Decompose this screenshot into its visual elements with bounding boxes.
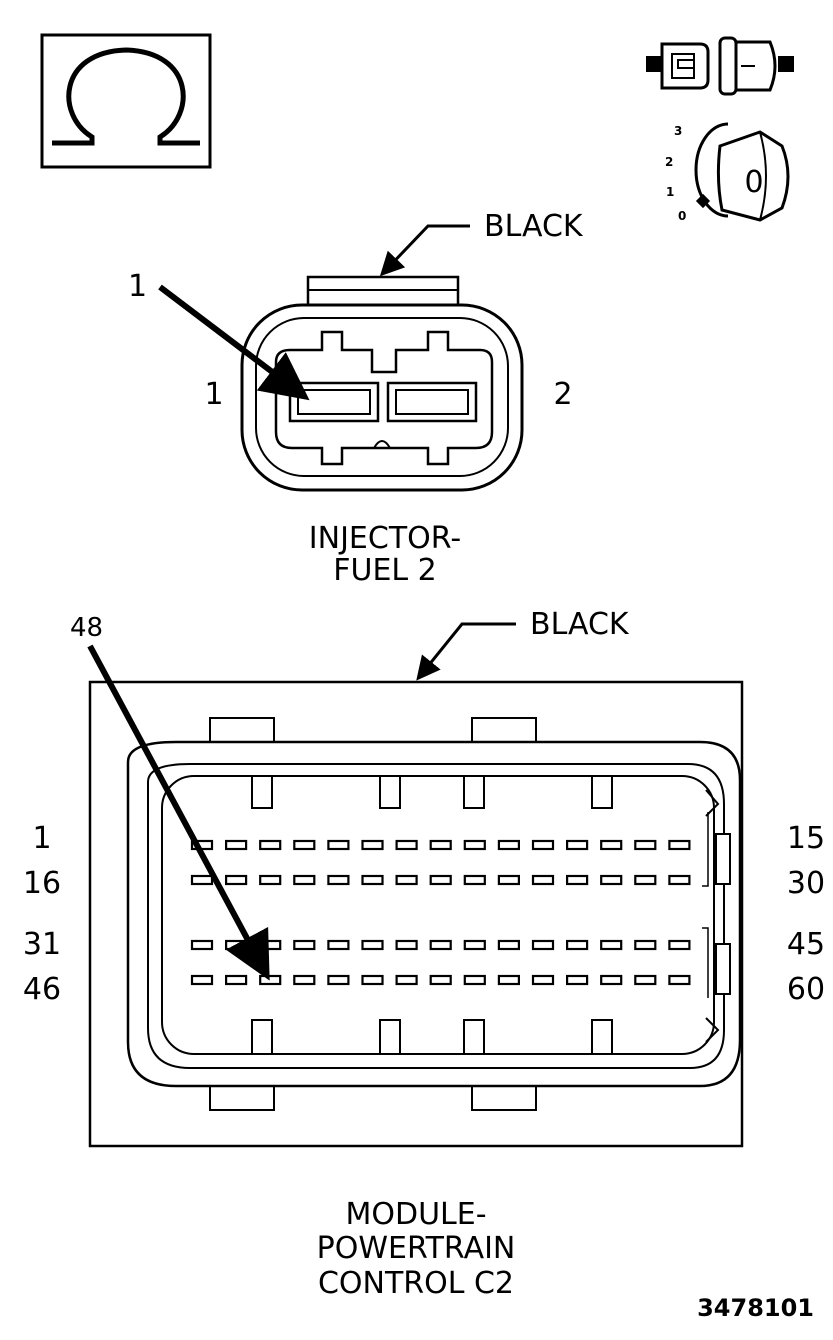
- pin-cavity-35: [327, 939, 350, 951]
- injector-pin-2-label: 2: [553, 377, 572, 412]
- pcm-title-line3: CONTROL C2: [318, 1266, 514, 1301]
- pin-cavity-11: [531, 839, 555, 851]
- pin-cavity-44: [634, 939, 657, 951]
- pin-cavity-38: [429, 939, 452, 951]
- pin-cavity-28: [600, 874, 623, 886]
- pin-cavity-49: [293, 974, 316, 986]
- pin-cavity-2: [225, 839, 248, 851]
- ohmmeter-icon: [40, 33, 212, 169]
- pin-cavity-41: [531, 939, 555, 951]
- pin-cavity-54: [463, 974, 486, 986]
- row-1-left-label: 1: [32, 821, 51, 856]
- pin-cavity-22: [395, 874, 418, 886]
- pin-cavity-6: [361, 839, 384, 851]
- pin-cavity-24: [463, 874, 486, 886]
- row-3-left-label: 31: [23, 927, 61, 962]
- pin-cavity-37: [395, 939, 418, 951]
- figure-id: 3478101: [697, 1294, 814, 1322]
- row-1-right-label: 15: [787, 821, 825, 856]
- connector-disconnect-icon: [646, 36, 794, 96]
- ignition-position-0: 0: [678, 209, 686, 223]
- pin-cavity-57: [565, 974, 589, 986]
- injector-connector: BLACK 1 1 2 INJECTOR- FUEL 2: [128, 209, 584, 588]
- injector-callout-label: 1: [128, 269, 147, 304]
- pin-cavity-40: [497, 939, 520, 951]
- key-position-label: 0: [744, 165, 763, 200]
- pin-cavity-29: [634, 874, 657, 886]
- pin-cavity-18: [259, 874, 282, 886]
- pin-cavity-5: [327, 839, 350, 851]
- pin-cavity-46: [190, 974, 214, 986]
- pin-cavity-21: [361, 874, 384, 886]
- pin-cavity-50: [327, 974, 350, 986]
- pin-cavity-43: [600, 939, 623, 951]
- injector-title-line2: FUEL 2: [333, 553, 437, 588]
- pin-cavity-42: [565, 939, 589, 951]
- row-2-right-label: 30: [787, 866, 825, 901]
- pin-cavity-4: [293, 839, 316, 851]
- row-2-left-label: 16: [23, 866, 61, 901]
- pin-cavity-60: [668, 974, 691, 986]
- pin-cavity-16: [190, 874, 214, 886]
- pin-cavity-30: [668, 874, 691, 886]
- pin-cavity-47: [225, 974, 248, 986]
- pin-cavity-26: [531, 874, 555, 886]
- pin-cavity-14: [634, 839, 657, 851]
- injector-color-label: BLACK: [484, 209, 584, 244]
- pin-cavity-48: [259, 974, 282, 986]
- row-3-right-label: 45: [787, 927, 825, 962]
- pin-cavity-23: [429, 874, 452, 886]
- pin-cavity-34: [293, 939, 316, 951]
- latch-tabs: [251, 775, 613, 1055]
- pin-cavity-55: [497, 974, 520, 986]
- pcm-callout-label: 48: [70, 613, 103, 643]
- pin-cavity-53: [429, 974, 452, 986]
- injector-title-line1: INJECTOR-: [309, 521, 461, 556]
- pin-cavity-9: [463, 839, 486, 851]
- row-4-right-label: 60: [787, 972, 825, 1007]
- injector-pin-1-label: 1: [204, 377, 223, 412]
- pin-cavity-59: [634, 974, 657, 986]
- ignition-position-3: 3: [674, 124, 682, 138]
- pin-cavity-19: [293, 874, 316, 886]
- pin-cavity-7: [395, 839, 418, 851]
- pin-cavity-51: [361, 974, 384, 986]
- pin-cavity-13: [600, 839, 623, 851]
- pcm-title-line2: POWERTRAIN: [317, 1231, 516, 1266]
- pin-cavity-8: [429, 839, 452, 851]
- pin-cavity-58: [600, 974, 623, 986]
- pin-cavity-32: [225, 939, 248, 951]
- pin-cavity-17: [225, 874, 248, 886]
- pin-cavity-3: [259, 839, 282, 851]
- pin-cavity-12: [565, 839, 589, 851]
- row-4-left-label: 46: [23, 972, 61, 1007]
- pin-cavity-20: [327, 874, 350, 886]
- pin-cavity-45: [668, 939, 691, 951]
- pin-cavity-25: [497, 874, 520, 886]
- pcm-c2-connector: BLACK 48 1 16 31 46 1: [23, 607, 825, 1301]
- pin-cavity-56: [531, 974, 555, 986]
- pin-cavity-36: [361, 939, 384, 951]
- ignition-key-icon: 3 2 1 0 0: [665, 122, 790, 223]
- pin-cavity-39: [463, 939, 486, 951]
- pin-cavity-31: [190, 939, 214, 951]
- pin-cavity-27: [565, 874, 589, 886]
- ignition-position-2: 2: [665, 155, 673, 169]
- pin-cavity-52: [395, 974, 418, 986]
- pcm-color-label: BLACK: [530, 607, 630, 642]
- pin-cavity-33: [259, 939, 282, 951]
- pin-cavity-15: [668, 839, 691, 851]
- pcm-title-line1: MODULE-: [345, 1197, 486, 1232]
- pin-cavity-10: [497, 839, 520, 851]
- ignition-position-1: 1: [666, 185, 674, 199]
